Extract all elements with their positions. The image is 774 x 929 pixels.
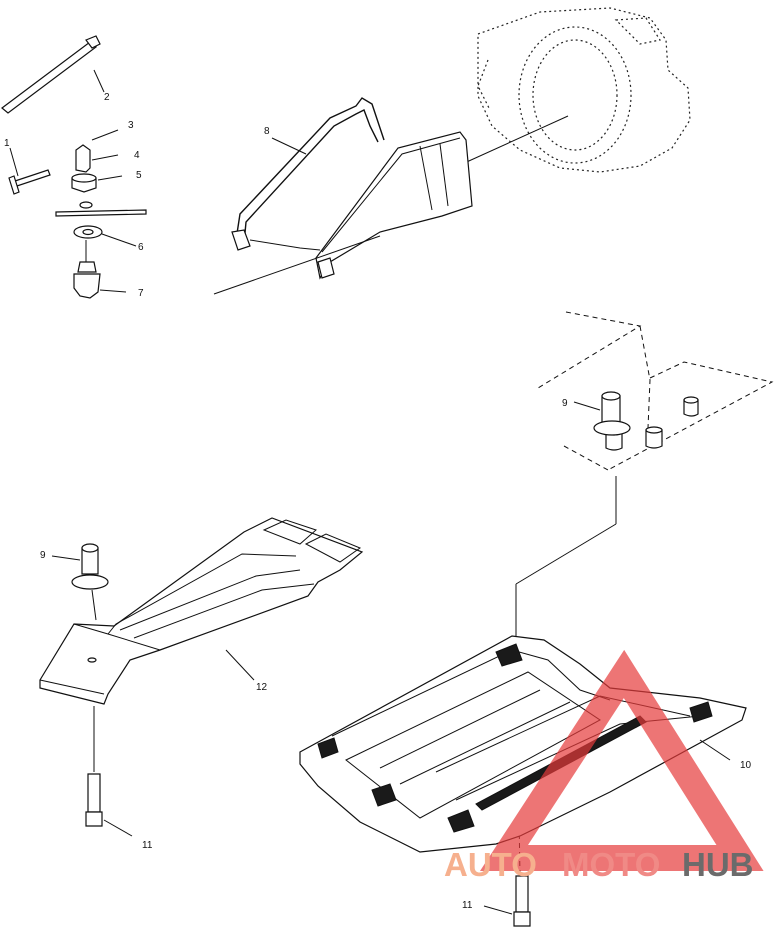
callout-7: 7 [138, 288, 144, 299]
callouts: 1 2 3 4 5 6 7 8 9 9 10 11 11 12 [4, 92, 752, 911]
callout-11-left: 11 [142, 840, 153, 851]
callout-3: 3 [128, 120, 134, 131]
automotohub-watermark: AUTO MOTO HUB [444, 649, 764, 883]
bushings-right [605, 396, 699, 451]
pin-part-9-right [573, 391, 631, 436]
engine-phantom-outline [459, 7, 691, 173]
bolt-part-11-left [85, 706, 133, 837]
callout-1: 1 [4, 138, 10, 149]
callout-2: 2 [104, 92, 110, 103]
callout-5: 5 [136, 170, 142, 181]
rod-part-2 [1, 35, 105, 114]
bolt-part-11-bottom [483, 875, 531, 927]
watermark-auto: AUTO [444, 846, 537, 883]
callout-12: 12 [256, 682, 268, 693]
callout-4: 4 [134, 150, 140, 161]
bracket-part-12 [39, 517, 364, 705]
guard-part-8 [231, 97, 385, 251]
callout-10: 10 [740, 760, 752, 771]
callout-6: 6 [138, 242, 144, 253]
bolt-stack-parts-3-7 [55, 129, 147, 299]
pin-part-9-left [51, 543, 109, 621]
callout-9-right: 9 [562, 398, 568, 409]
shroud-guard [213, 131, 473, 295]
callout-11-bottom: 11 [462, 900, 473, 911]
watermark-hub: HUB [682, 846, 754, 883]
pin-part-1 [8, 147, 51, 195]
callout-9-left: 9 [40, 550, 46, 561]
callout-8: 8 [264, 126, 270, 137]
watermark-moto: MOTO [562, 846, 660, 883]
